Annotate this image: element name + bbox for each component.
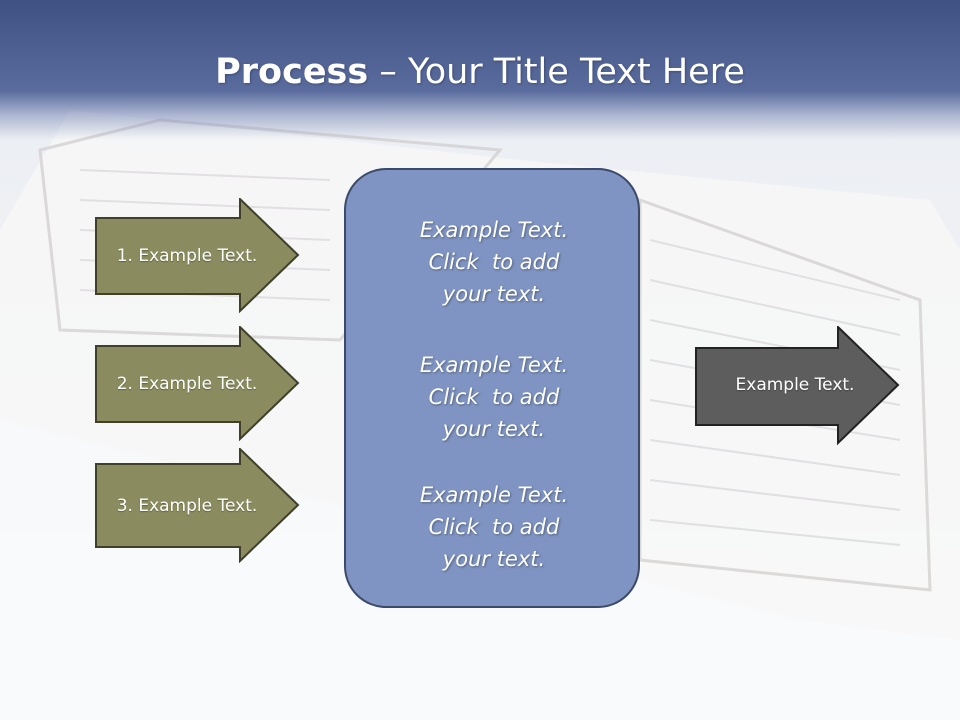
title-bold-part: Process xyxy=(215,52,369,92)
arrow-shape xyxy=(95,198,300,313)
title-rest-part: – Your Title Text Here xyxy=(368,52,745,92)
left-arrow-3-label: 3. Example Text. xyxy=(116,495,258,516)
center-text-block-1[interactable]: Example Text. Click to add your text. xyxy=(346,214,642,310)
title-banner xyxy=(0,0,960,140)
center-text-block-3[interactable]: Example Text. Click to add your text. xyxy=(346,479,642,575)
left-arrow-2[interactable]: 2. Example Text. xyxy=(95,326,300,441)
arrow-shape xyxy=(95,326,300,441)
left-arrow-2-label: 2. Example Text. xyxy=(116,373,258,394)
center-text-2-line2: Click to add xyxy=(428,385,560,409)
center-text-3-line1: Example Text. xyxy=(419,483,569,507)
left-arrow-1[interactable]: 1. Example Text. xyxy=(95,198,300,313)
left-arrow-3[interactable]: 3. Example Text. xyxy=(95,448,300,563)
slide-title[interactable]: Process – Your Title Text Here xyxy=(0,52,960,92)
center-text-3-line2: Click to add xyxy=(428,515,560,539)
center-text-3-line3: your text. xyxy=(442,547,546,571)
arrow-shape xyxy=(695,326,900,446)
center-text-1-line2: Click to add xyxy=(428,250,560,274)
center-text-2-line3: your text. xyxy=(442,417,546,441)
right-arrow-label: Example Text. xyxy=(735,375,855,395)
center-content-box[interactable]: Example Text. Click to add your text. Ex… xyxy=(344,168,640,608)
right-arrow[interactable]: Example Text. xyxy=(695,326,900,446)
left-arrow-1-label: 1. Example Text. xyxy=(116,245,258,266)
center-text-block-2[interactable]: Example Text. Click to add your text. xyxy=(346,349,642,445)
center-text-1-line3: your text. xyxy=(442,282,546,306)
center-text-2-line1: Example Text. xyxy=(419,353,569,377)
arrow-shape xyxy=(95,448,300,563)
center-text-1-line1: Example Text. xyxy=(419,218,569,242)
